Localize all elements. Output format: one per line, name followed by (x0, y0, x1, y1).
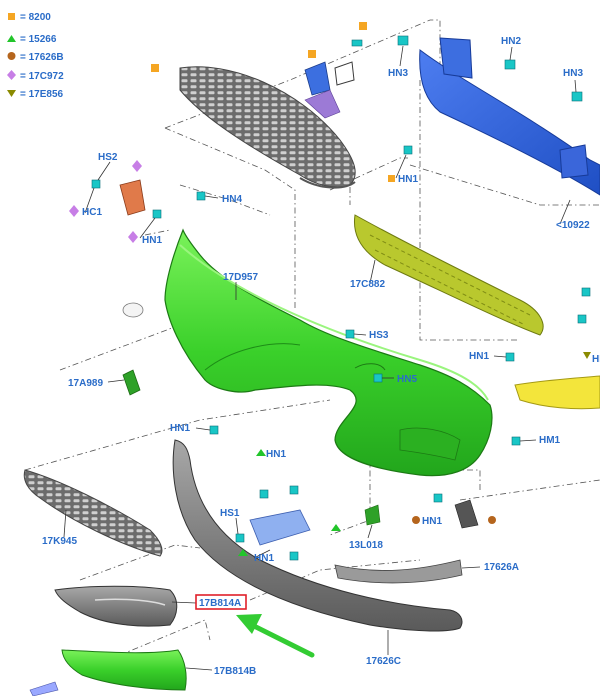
label-hn1: HN1 (142, 235, 162, 246)
part-markers (69, 22, 591, 556)
square-marker-icon (151, 64, 159, 72)
fastener-clips (91, 35, 591, 561)
label-part-17626c: 17626C (366, 656, 401, 667)
legend-label: = 15266 (20, 34, 57, 45)
legend-label: = 8200 (20, 12, 51, 23)
label-hn1: HN1 (469, 351, 489, 362)
triangle-marker-icon (238, 549, 248, 556)
guide-lines (24, 19, 600, 656)
label-part-17b814b: 17B814B (214, 666, 256, 677)
legend-circle-icon (7, 52, 16, 60)
label-hs3: HS3 (369, 330, 389, 341)
lower-lip-spoiler (172, 439, 463, 632)
legend: = 8200 = 15266 = 17626B = 17C972 = 17E85… (7, 12, 64, 100)
top-bracket (304, 39, 363, 119)
label-part-17c882: 17C882 (350, 279, 385, 290)
triangle-down-marker-icon (583, 352, 591, 359)
impact-beam (419, 37, 600, 196)
label-hn3: HN3 (388, 68, 408, 79)
fog-lamp-insert (29, 649, 187, 696)
label-hn1: HN1 (254, 553, 274, 564)
circle-marker-icon (488, 516, 496, 524)
label-part-17k945: 17K945 (42, 536, 77, 547)
legend-label: = 17626B (20, 52, 64, 63)
label-hs1: HS1 (220, 508, 240, 519)
label-part-17d957: 17D957 (223, 272, 258, 283)
leader-lines (63, 45, 577, 671)
label-hn5: HN5 (397, 374, 417, 385)
circle-marker-icon (412, 516, 420, 524)
lower-grille (23, 469, 163, 557)
triangle-marker-icon (256, 449, 266, 456)
label-hn2: HN2 (501, 36, 521, 47)
label-part-17a989: 17A989 (68, 378, 103, 389)
label-hn1: HN1 (422, 516, 442, 527)
highlighted-part-callout: 17B814A (195, 594, 247, 610)
energy-absorber (353, 214, 544, 336)
diamond-marker-icon (69, 205, 79, 217)
legend-triangle-icon (7, 35, 16, 42)
label-hs2: HS2 (98, 152, 118, 163)
label-hn3: HN3 (563, 68, 583, 79)
square-marker-icon (388, 175, 395, 182)
legend-square-icon (8, 13, 15, 20)
label-hn1: HN1 (170, 423, 190, 434)
label-hn1: HN1 (398, 174, 418, 185)
fog-lamp-bezel (54, 585, 178, 627)
square-marker-icon (359, 22, 367, 30)
legend-label: = 17C972 (20, 71, 64, 82)
front-bumper-cover (164, 228, 493, 477)
legend-triangle-down-icon (7, 90, 16, 97)
right-yellow-strip (514, 375, 600, 410)
callout-labels: HN3 HN2 HN3 HN1 HS2 HN4 HC1 HN1 <10922 1… (42, 36, 600, 677)
label-part-10922: <10922 (556, 220, 590, 231)
diamond-marker-icon (132, 160, 142, 172)
label-hc1: HC1 (82, 207, 102, 218)
label-hn: HN (592, 354, 600, 365)
legend-diamond-icon (7, 70, 16, 80)
label-part-13l018: 13L018 (349, 540, 383, 551)
left-small-parts (119, 179, 146, 396)
pointer-arrow-icon (236, 614, 315, 658)
label-part-17b814a: 17B814A (199, 598, 241, 609)
square-marker-icon (308, 50, 316, 58)
label-hn1: HN1 (266, 449, 286, 460)
triangle-marker-icon (331, 524, 341, 531)
legend-label: = 17E856 (20, 89, 64, 100)
label-hn4: HN4 (222, 194, 242, 205)
label-part-17626a: 17626A (484, 562, 519, 573)
diamond-marker-icon (128, 231, 138, 243)
highlight-box (195, 594, 247, 610)
upper-grille (179, 66, 356, 189)
center-bracket (249, 499, 479, 546)
label-hm1: HM1 (539, 435, 561, 446)
